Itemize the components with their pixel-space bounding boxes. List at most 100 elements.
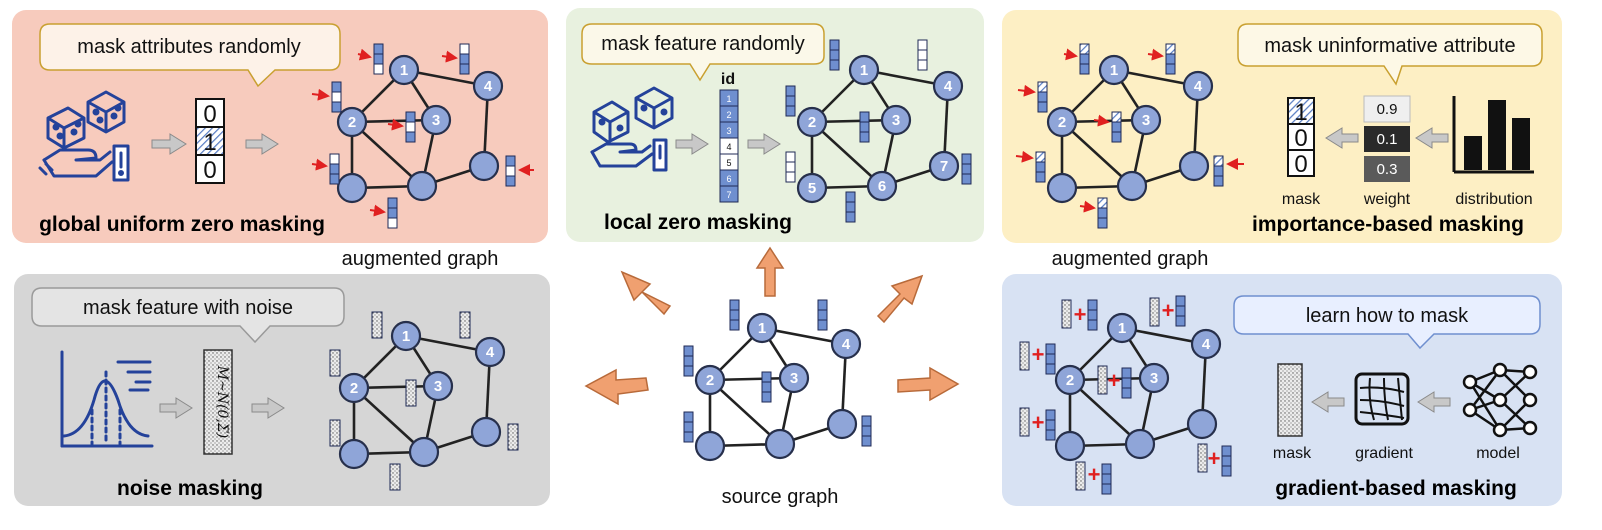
mask-digit-2: 0	[1294, 151, 1307, 178]
node-label: 2	[1058, 114, 1066, 131]
id-header: id	[721, 71, 735, 88]
mask-vector: 0 1 0	[195, 98, 225, 184]
plus-sign: +	[1032, 410, 1045, 435]
id-cell: 4	[726, 142, 731, 152]
feature-vector	[505, 155, 516, 187]
feature-vector	[459, 43, 470, 75]
id-cell: 7	[726, 190, 731, 200]
speech-bubble: mask feature with noise	[31, 287, 345, 344]
red-pointer-arrow	[311, 158, 328, 171]
feature-vector	[729, 299, 740, 331]
noise-vector: M~N(0,Σ)	[203, 349, 233, 455]
feature-vector	[1037, 81, 1048, 113]
node-label: 4	[842, 336, 851, 353]
panel-title: global uniform zero masking	[39, 213, 325, 236]
node-label: 2	[348, 114, 356, 131]
feature-vector	[1075, 461, 1086, 491]
node-label: 3	[892, 112, 900, 129]
mask-digit-2: 0	[203, 157, 216, 184]
node-label: 3	[1150, 370, 1158, 387]
graph-node	[694, 430, 726, 462]
feature-vector	[829, 39, 840, 71]
feature-vector	[1175, 295, 1186, 327]
weight-label: weight	[1363, 191, 1411, 208]
panel-title: noise masking	[117, 477, 263, 500]
node-label: 2	[808, 114, 816, 131]
weight-value: 0.3	[1377, 161, 1398, 178]
feature-vector	[329, 349, 341, 377]
graph-edge	[709, 379, 781, 445]
graph-node	[338, 438, 370, 470]
id-cell: 6	[726, 174, 731, 184]
graph-importance: 1 2 3 4	[1046, 54, 1214, 204]
graph-node	[1054, 430, 1086, 462]
graph-node	[468, 150, 500, 182]
red-pointer-arrow	[1147, 48, 1164, 61]
graph-node	[1046, 106, 1078, 138]
graph-node	[336, 106, 368, 138]
feature-vector	[1035, 151, 1046, 183]
graph-node	[472, 70, 504, 102]
feature-vector	[1061, 299, 1072, 329]
graph-node	[694, 364, 726, 396]
feature-vector	[845, 191, 856, 223]
graph-node	[406, 170, 438, 202]
graph-node	[338, 372, 370, 404]
feature-vector	[389, 463, 401, 491]
graph-node	[796, 106, 828, 138]
source-graph-label: source graph	[722, 486, 839, 508]
feature-vector	[1213, 155, 1224, 187]
node-label: 1	[1110, 62, 1118, 79]
graph-node	[1124, 428, 1156, 460]
feature-vector	[405, 379, 417, 407]
graph-node	[420, 104, 452, 136]
graph-node	[880, 104, 912, 136]
graph-node	[1182, 70, 1214, 102]
arrow-up-right	[876, 274, 924, 324]
feature-vector	[329, 153, 340, 185]
feature-vector	[1079, 43, 1090, 75]
panel-title: gradient-based masking	[1275, 477, 1517, 500]
feature-vector	[405, 111, 416, 143]
node-label: 3	[1142, 112, 1150, 129]
flow-arrow	[747, 133, 781, 155]
id-cell: 1	[726, 94, 731, 104]
mask-digit-1: 1	[203, 129, 216, 156]
feature-vector	[371, 311, 383, 339]
bubble-text: mask attributes randomly	[77, 36, 300, 58]
dice-icon	[592, 86, 674, 144]
node-label: 1	[1118, 320, 1126, 337]
noise-formula: M~N(0,Σ)	[214, 365, 230, 439]
graph-node	[848, 54, 880, 86]
bell-curve-icon	[60, 350, 154, 448]
plus-sign: +	[1074, 302, 1087, 327]
flow-arrow	[151, 133, 187, 155]
graph-edge	[1069, 379, 1141, 445]
plus-sign: +	[1108, 368, 1121, 393]
graph-node	[1178, 150, 1210, 182]
graph-node	[778, 362, 810, 394]
graph-edge	[353, 387, 425, 453]
panel-noise: mask feature with noise M~N(0,Σ) noise m…	[14, 274, 550, 506]
bubble-text: learn how to mask	[1306, 305, 1469, 327]
node-label: 4	[1194, 78, 1203, 95]
feature-vector	[331, 81, 342, 113]
red-pointer-arrow	[1079, 200, 1096, 213]
weight-vector: 0.9 0.1 0.3	[1363, 95, 1411, 182]
speech-bubble: mask feature randomly	[581, 23, 825, 82]
graph-node	[746, 312, 778, 344]
node-label: 3	[432, 112, 440, 129]
node-label: 4	[484, 78, 493, 95]
graph-node	[1054, 364, 1086, 396]
feature-vector	[917, 39, 928, 71]
flow-arrow	[251, 397, 285, 419]
weight-value: 0.1	[1377, 131, 1398, 148]
red-pointer-arrow	[1015, 150, 1034, 163]
feature-vector	[861, 415, 872, 447]
graph-node	[408, 436, 440, 468]
graph-node	[1046, 172, 1078, 204]
node-label: 1	[402, 328, 410, 345]
bubble-text: mask feature with noise	[83, 297, 293, 319]
